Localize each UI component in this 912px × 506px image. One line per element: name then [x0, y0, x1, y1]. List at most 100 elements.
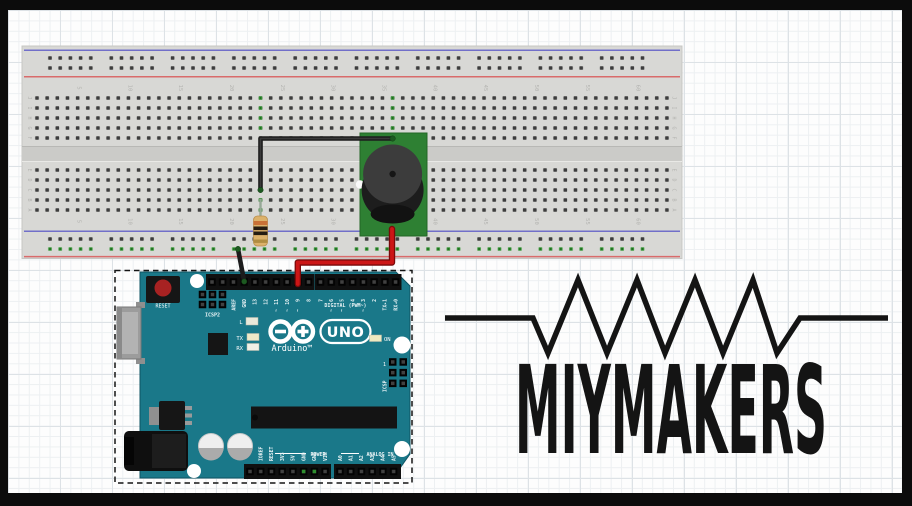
usb-interface-chip [208, 333, 228, 355]
analog-pin-labels: A0 A1 A2 A3 A4 A5 [338, 455, 398, 461]
svg-text:15: 15 [177, 218, 183, 225]
breadboard-row-letters: J I H G F E D C B A J I H G F E D C B A [26, 96, 677, 211]
voltage-regulator [149, 401, 192, 430]
wire-end-dot [235, 246, 241, 252]
svg-text:E: E [26, 168, 32, 171]
led-rx-label: RX [236, 346, 243, 352]
arduino-uno[interactable]: RESET ICSP2 AREF GND 13 12 11 10 9 8 ~ ~… [114, 269, 413, 484]
mounting-hole [187, 464, 201, 478]
svg-text:20: 20 [228, 85, 234, 92]
reset-button[interactable]: RESET [146, 276, 180, 310]
svg-text:F: F [26, 136, 32, 139]
svg-text:B: B [26, 198, 32, 201]
digital-header-left-pins [206, 274, 314, 290]
svg-text:GND: GND [312, 452, 318, 461]
resistor-band-3 [253, 231, 268, 236]
svg-text:30: 30 [330, 85, 336, 92]
main-grid-top-holes[interactable] [31, 93, 673, 143]
svg-text:5V: 5V [291, 455, 297, 461]
svg-text:20: 20 [228, 218, 234, 225]
bottom-power-rail-holes[interactable] [44, 234, 649, 244]
svg-text:A1: A1 [349, 455, 355, 461]
svg-text:A5: A5 [391, 455, 397, 461]
resistor-band-2 [253, 226, 268, 231]
analog-caption: ANALOG IN [366, 452, 393, 458]
svg-text:A3: A3 [370, 455, 376, 461]
svg-text:H: H [671, 116, 677, 119]
icsp2-header: ICSP2 [198, 290, 227, 319]
logo-minus [275, 329, 286, 334]
svg-text:60: 60 [635, 85, 641, 92]
icsp-label: ICSP [383, 380, 389, 392]
svg-text:55: 55 [584, 85, 590, 92]
svg-text:~: ~ [297, 309, 302, 312]
svg-text:25: 25 [279, 85, 285, 92]
svg-text:40: 40 [431, 85, 437, 92]
bottom-power-rail-holes-connected[interactable] [44, 244, 649, 254]
icsp2-label: ICSP2 [205, 313, 220, 319]
svg-text:40: 40 [431, 218, 437, 225]
svg-text:G: G [671, 126, 677, 129]
svg-text:35: 35 [381, 85, 387, 92]
svg-text:A0: A0 [338, 455, 344, 461]
arduino-logo [268, 319, 316, 344]
led-tx-label: TX [236, 336, 243, 342]
svg-text:10: 10 [285, 299, 291, 305]
svg-text:50: 50 [533, 218, 539, 225]
svg-text:A4: A4 [381, 455, 387, 461]
svg-text:C: C [26, 188, 32, 191]
svg-text:~: ~ [362, 309, 367, 312]
wire-end-dot [241, 278, 248, 285]
wire-black-signal[interactable] [257, 135, 396, 193]
svg-text:I: I [26, 106, 32, 109]
led-l [245, 317, 259, 326]
buzzer-sound-hole [389, 170, 396, 178]
svg-text:5: 5 [340, 299, 346, 302]
svg-text:~: ~ [275, 309, 280, 312]
top-power-rail-holes[interactable] [44, 53, 649, 73]
uno-label: UNO [327, 325, 365, 341]
breadboard-column-numbers: 5 10 15 20 25 30 35 40 45 50 55 60 5 10 … [76, 85, 641, 225]
gnd-pin-connected [301, 469, 306, 474]
selection-outline [114, 269, 413, 484]
mounting-hole [394, 441, 410, 457]
svg-text:2: 2 [372, 299, 378, 302]
svg-text:AREF: AREF [231, 299, 237, 311]
chip-notch [252, 414, 258, 421]
arduino-brand: Arduino™ [272, 344, 313, 354]
piezo-buzzer[interactable] [355, 132, 428, 237]
wire-red-pin9[interactable] [294, 225, 396, 288]
svg-text:J: J [26, 96, 32, 99]
digital-caption: DIGITAL (PWM~) [324, 303, 366, 309]
wire-end-dot [389, 135, 396, 142]
icsp-pin1-label: 1 [383, 362, 386, 368]
svg-text:4: 4 [350, 299, 356, 302]
usb-connector [116, 302, 145, 364]
capacitor [227, 433, 253, 461]
svg-text:E: E [671, 168, 677, 171]
svg-text:GND: GND [242, 299, 248, 308]
atmega-chip [251, 406, 397, 429]
svg-text:D: D [26, 178, 32, 181]
svg-text:F: F [671, 136, 677, 139]
power-header-pins [244, 464, 331, 479]
svg-text:7: 7 [318, 299, 324, 302]
svg-text:5: 5 [76, 86, 82, 89]
svg-text:TX▸1: TX▸1 [383, 299, 389, 311]
svg-text:3: 3 [361, 299, 367, 302]
svg-text:11: 11 [274, 299, 280, 305]
resistor[interactable] [253, 199, 268, 247]
main-grid-bottom-holes[interactable] [31, 165, 673, 215]
mounting-hole [393, 336, 411, 354]
led-tx [246, 333, 260, 341]
reset-label: RESET [155, 304, 170, 310]
svg-text:~: ~ [330, 309, 335, 312]
svg-text:25: 25 [279, 218, 285, 225]
svg-text:GND: GND [301, 452, 307, 461]
wire-black-gnd[interactable] [235, 246, 248, 285]
svg-text:VIN: VIN [323, 452, 329, 461]
breadboard[interactable]: 5 10 15 20 25 30 35 40 45 50 55 60 5 10 … [21, 45, 683, 259]
svg-text:B: B [671, 198, 677, 201]
svg-text:10: 10 [126, 218, 132, 225]
